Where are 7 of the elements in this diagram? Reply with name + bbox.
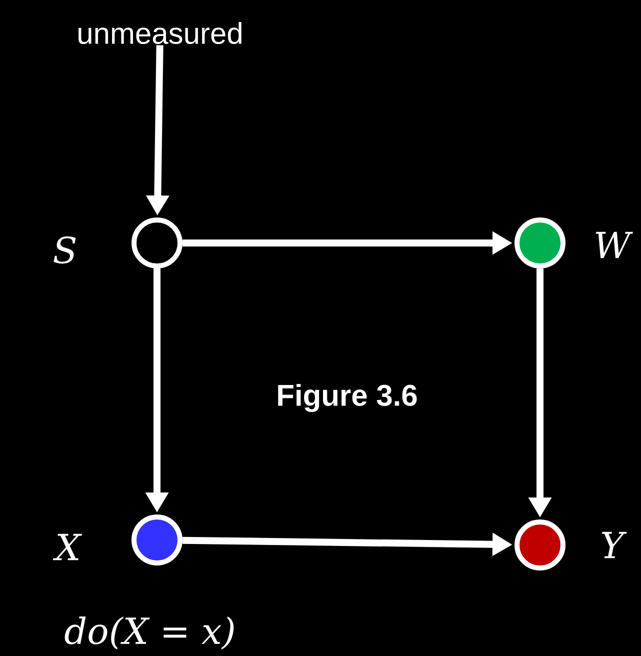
variable-label: S xyxy=(54,236,76,264)
figure-label: Figure 3.6 xyxy=(278,384,417,412)
variable-label: do(X = x) xyxy=(64,616,234,650)
variable-label: Y xyxy=(602,532,627,558)
variable-label: X xyxy=(52,534,82,560)
text-label: unmeasured xyxy=(78,22,242,44)
variable-label: W xyxy=(596,232,633,258)
